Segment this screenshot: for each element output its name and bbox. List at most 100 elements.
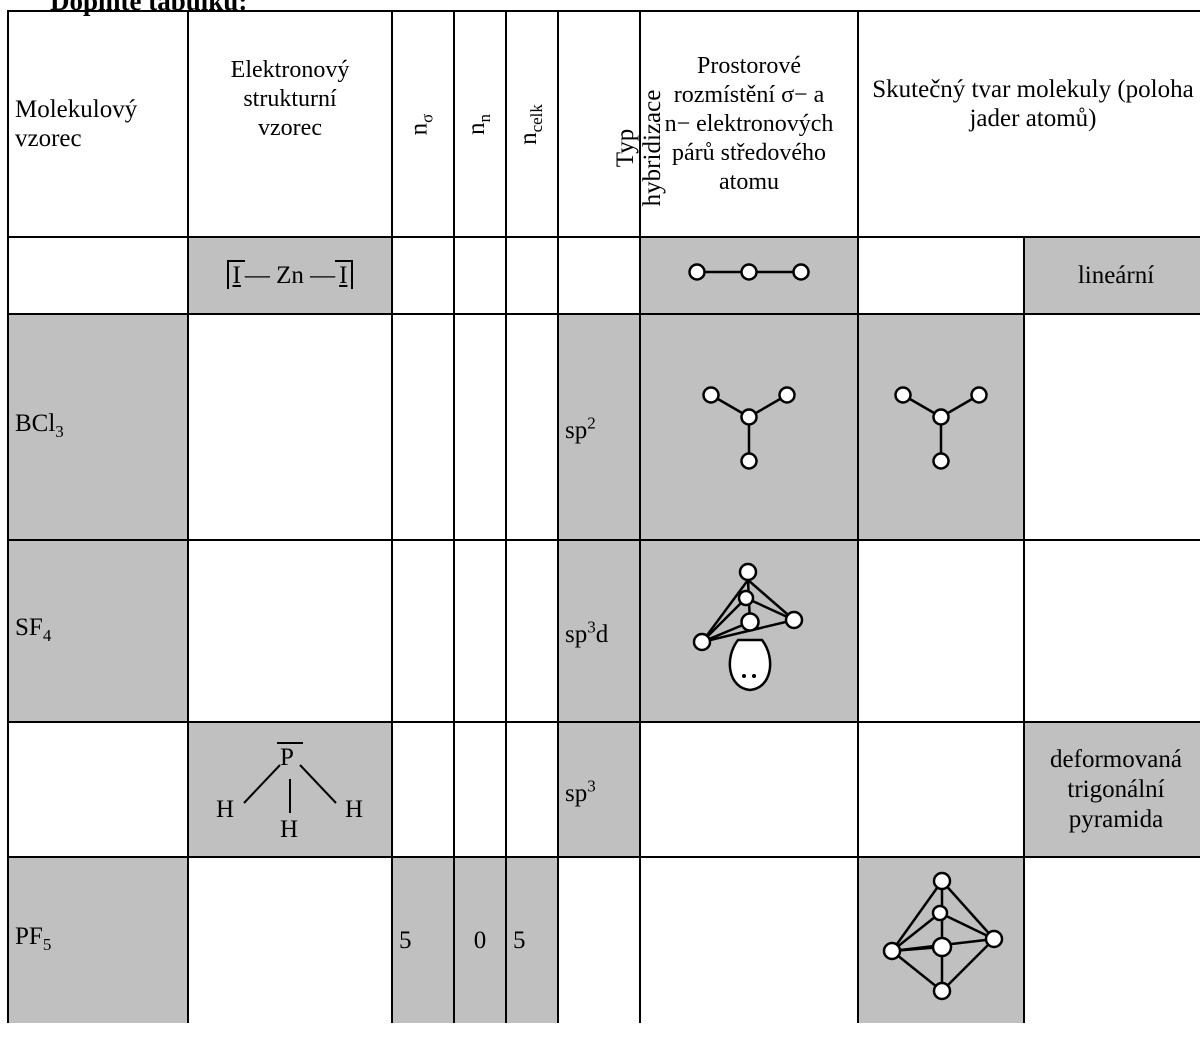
- hybrid-sp2: sp2: [565, 414, 596, 445]
- atom-p: P: [280, 743, 294, 771]
- formula-bcl3-sub: 3: [55, 421, 64, 441]
- ph3-bonds: [243, 741, 337, 813]
- cell-shape-name-1: lineární: [1023, 236, 1200, 315]
- header-spatial: Prostorové rozmístění σ− a n− elektronov…: [639, 10, 859, 238]
- cell-hybrid-3: sp3d: [557, 539, 641, 723]
- iodine-right: I: [335, 260, 354, 289]
- cell-structural-5: [187, 856, 393, 1023]
- header-structural: Elektronový strukturní vzorec: [187, 10, 393, 238]
- cell-shape-img-1: [857, 236, 1025, 315]
- hybrid-sp3d-sup: 3: [587, 617, 596, 637]
- cell-hybrid-1: [557, 236, 641, 315]
- ph3-structure: P H H H: [200, 735, 380, 845]
- hybrid-sp3d-base: sp: [565, 621, 588, 649]
- cell-hybrid-4: sp3: [557, 721, 641, 858]
- header-hybrid: Typ hybridizace: [557, 10, 666, 238]
- cell-formula-3: SF4: [7, 539, 189, 723]
- cell-n-celk-4: [505, 721, 559, 858]
- hybrid-sp3: sp3: [565, 776, 596, 807]
- cell-shape-name-3: [1023, 539, 1200, 723]
- header-n-sigma-text: nσ: [405, 113, 437, 135]
- zn-bond: — Zn —: [244, 262, 336, 289]
- formula-pf5-base: PF: [15, 923, 43, 950]
- table-row: I— Zn —I lineární: [7, 236, 1200, 315]
- table-row: P H H H sp3 deformovaná trigonální pyram…: [7, 721, 1200, 858]
- formula-sf4: SF4: [15, 613, 51, 645]
- n-sigma-value-5: 5: [399, 927, 412, 954]
- cell-structural-3: [187, 539, 393, 723]
- cell-n-celk-2: [505, 313, 559, 541]
- cell-n-n-3: [453, 539, 507, 723]
- header-formula-text: Molekulový vzorec: [15, 96, 138, 152]
- cell-n-celk-1: [505, 236, 559, 315]
- header-n-sigma: nσ: [391, 10, 455, 238]
- formula-pf5: PF5: [15, 923, 51, 954]
- header-row: Molekulový vzorec Elektronový strukturní…: [7, 10, 1200, 238]
- table-row: PF5 5 0 5: [7, 856, 1200, 1023]
- cell-shape-name-4: deformovaná trigonální pyramida: [1023, 721, 1200, 858]
- table-row: BCl3 sp2: [7, 313, 1200, 541]
- cell-n-n-1: [453, 236, 507, 315]
- trigonal-planar-shape-icon: [894, 385, 988, 470]
- atom-h-left: H: [216, 795, 235, 823]
- trigonal-bipyramid-icon: [882, 871, 1004, 1001]
- cell-shape-img-4: [857, 721, 1025, 858]
- hybrid-sp3-base: sp: [565, 779, 588, 807]
- header-shape: Skutečný tvar molekuly (poloha jader ato…: [857, 10, 1200, 238]
- cell-structural-4: P H H H: [187, 721, 393, 858]
- cell-spatial-4: [639, 721, 859, 858]
- trigonal-planar-icon: [702, 385, 796, 470]
- linear-geometry-icon: [688, 263, 810, 281]
- header-hybrid-text: Typ hybridizace: [612, 89, 666, 207]
- cell-hybrid-2: sp2: [557, 313, 641, 541]
- cell-n-celk-5: 5: [505, 856, 559, 1023]
- trigonal-bipyramid-lone-pair-icon: [692, 562, 804, 691]
- cell-formula-4: [7, 721, 189, 858]
- cell-spatial-3: [639, 539, 859, 723]
- header-formula: Molekulový vzorec: [7, 10, 189, 238]
- header-n-n-text: nn: [462, 113, 494, 135]
- cell-structural-1: I— Zn —I: [187, 236, 393, 315]
- cell-structural-2: [187, 313, 393, 541]
- cell-n-celk-3: [505, 539, 559, 723]
- header-shape-text: Skutečný tvar molekuly (poloha jader ato…: [872, 76, 1194, 132]
- header-structural-text: Elektronový strukturní vzorec: [230, 56, 350, 141]
- cell-formula-5: PF5: [7, 856, 189, 1023]
- header-n-celk: ncelk: [505, 10, 559, 238]
- hybrid-sp2-base: sp: [565, 417, 588, 445]
- n-n-value-5: 0: [473, 927, 487, 954]
- cell-formula-1: [7, 236, 189, 315]
- cell-n-n-4: [453, 721, 507, 858]
- formula-sf4-base: SF: [15, 613, 43, 641]
- cell-n-n-5: 0: [453, 856, 507, 1023]
- atom-h-right: H: [345, 795, 364, 823]
- cell-shape-img-3: [857, 539, 1025, 723]
- cell-n-sigma-5: 5: [391, 856, 455, 1023]
- cell-shape-name-2: [1023, 313, 1200, 541]
- hybrid-sp3-sup: 3: [587, 776, 596, 796]
- n-celk-value-5: 5: [513, 927, 526, 954]
- cell-spatial-5: [639, 856, 859, 1023]
- header-spatial-text: Prostorové rozmístění σ− a n− elektronov…: [664, 52, 834, 195]
- cell-spatial-1: [639, 236, 859, 315]
- zni2-structure: I— Zn —I: [226, 260, 354, 289]
- iodine-left: I: [226, 260, 245, 289]
- cell-n-n-2: [453, 313, 507, 541]
- cell-shape-img-2: [857, 313, 1025, 541]
- hybrid-sp3d-tail: d: [595, 621, 609, 649]
- formula-sf4-sub: 4: [42, 625, 52, 645]
- atom-h-bottom: H: [280, 815, 299, 843]
- cell-hybrid-5: [557, 856, 641, 1023]
- cell-spatial-2: [639, 313, 859, 541]
- header-n-n: nn: [453, 10, 507, 238]
- cell-n-sigma-1: [391, 236, 455, 315]
- header-n-celk-text: ncelk: [514, 103, 546, 145]
- formula-bcl3: BCl3: [15, 410, 64, 441]
- formula-pf5-sub: 5: [42, 935, 52, 954]
- cell-formula-2: BCl3: [7, 313, 189, 541]
- cell-n-sigma-3: [391, 539, 455, 723]
- hybrid-sp3d: sp3d: [565, 617, 609, 649]
- table-row: SF4 sp3d: [7, 539, 1200, 723]
- cell-n-sigma-4: [391, 721, 455, 858]
- cell-shape-img-5: [857, 856, 1025, 1023]
